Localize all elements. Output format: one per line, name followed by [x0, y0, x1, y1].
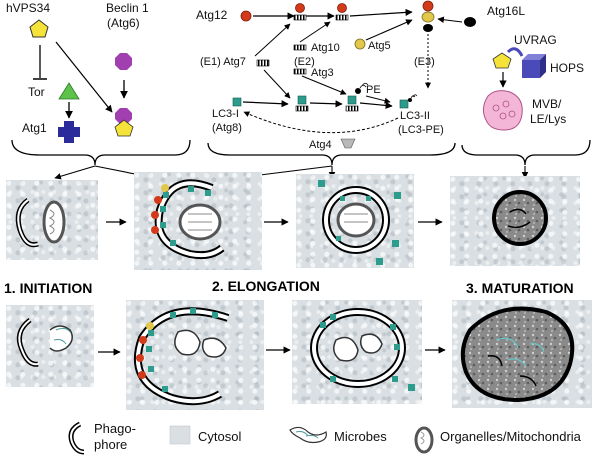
mvb-icon [482, 90, 523, 131]
initiation-signaling [29, 19, 134, 143]
legend-cytosol-label: Cytosol [198, 429, 242, 444]
atg16l-icon [464, 17, 476, 27]
mvb-sub-label: LE/Lys [530, 112, 567, 126]
lc3ii-icon [399, 99, 409, 109]
autophagosome-microbe [310, 308, 415, 391]
legend-phagophore-sub-label: phore [94, 437, 128, 452]
atg1-cross-icon [58, 121, 80, 143]
legend-microbes-label: Microbes [334, 429, 387, 444]
panel-elongation-microbe [126, 300, 264, 410]
legend-organelles-label: Organelles/Mitochondria [440, 429, 581, 444]
hvps34-label: hVPS34 [6, 1, 51, 15]
phagophore-elongating-microbe [133, 307, 230, 406]
beclin-sub-label: (Atg6) [107, 16, 140, 30]
vps34-complex-pentagon-icon [114, 119, 134, 137]
e3-label: (E3) [414, 56, 435, 68]
autophagosome-closing [318, 180, 401, 265]
atg3-icon [293, 68, 307, 75]
stage-maturation-label: 3. MATURATION [466, 280, 574, 296]
lc3ii-label: LC3-II [400, 110, 430, 122]
hops-label: HOPS [550, 61, 585, 75]
atg3-label: Atg3 [311, 67, 334, 79]
atg5-icon [354, 38, 366, 50]
atg12-icon [240, 10, 252, 22]
beclin-label: Beclin 1 [106, 1, 149, 15]
beclin-octagon-icon [115, 53, 132, 70]
e1-atg7-label: (E1) Atg7 [200, 56, 246, 68]
atg7-icon [256, 59, 270, 67]
atg10-icon [293, 44, 307, 51]
autolysosome-organelle [492, 190, 548, 246]
stage-initiation-label: 1. INITIATION [4, 280, 93, 296]
autolysosome-microbe [460, 306, 575, 403]
phagophore-initial-microbe [16, 318, 73, 367]
atg5-label: Atg5 [368, 40, 391, 52]
pe-icon [355, 88, 361, 94]
atg12-label: Atg12 [196, 8, 228, 22]
tor-triangle-icon [58, 82, 80, 100]
atg1-label: Atg1 [22, 121, 47, 135]
mvb-label: MVB/ [532, 97, 562, 111]
hvps34-pentagon-icon [29, 19, 49, 38]
beclin-complex-octagon-icon [115, 108, 132, 124]
stage-elongation-label: 2. ELONGATION [212, 278, 320, 294]
e2-label: (E2) [294, 56, 315, 68]
phagophore-elongating [151, 179, 225, 260]
atg16l-label: Atg16L [487, 4, 526, 18]
pe-label: PE [366, 84, 381, 96]
uvrag-pentagon-icon [492, 52, 512, 69]
hops-cube-icon [522, 60, 540, 78]
atg4-label: Atg4 [309, 139, 332, 151]
lc3-icon [232, 97, 242, 107]
tor-label: Tor [28, 85, 45, 99]
braces [11, 139, 591, 166]
step-arrows-lower [98, 346, 446, 356]
maturation-signaling [482, 47, 546, 131]
legend-phagophore-label: Phago- [94, 421, 136, 436]
lc3i-label: LC3-I [212, 108, 239, 120]
microbes-legend-icon [289, 426, 327, 444]
legend-graphics [68, 421, 434, 455]
lc3ii-sub-label: (LC3-PE) [398, 124, 444, 136]
panel-initiation-microbe [6, 305, 94, 387]
lc3i-sub-label: (Atg8) [212, 122, 242, 134]
atg4-icon [340, 138, 356, 149]
conjugation-pathway [232, 0, 476, 149]
phagophore-initial [15, 197, 66, 248]
uvrag-label: UVRAG [514, 33, 557, 47]
cytosol-legend-icon [169, 425, 191, 445]
atg10-label: Atg10 [311, 42, 340, 54]
